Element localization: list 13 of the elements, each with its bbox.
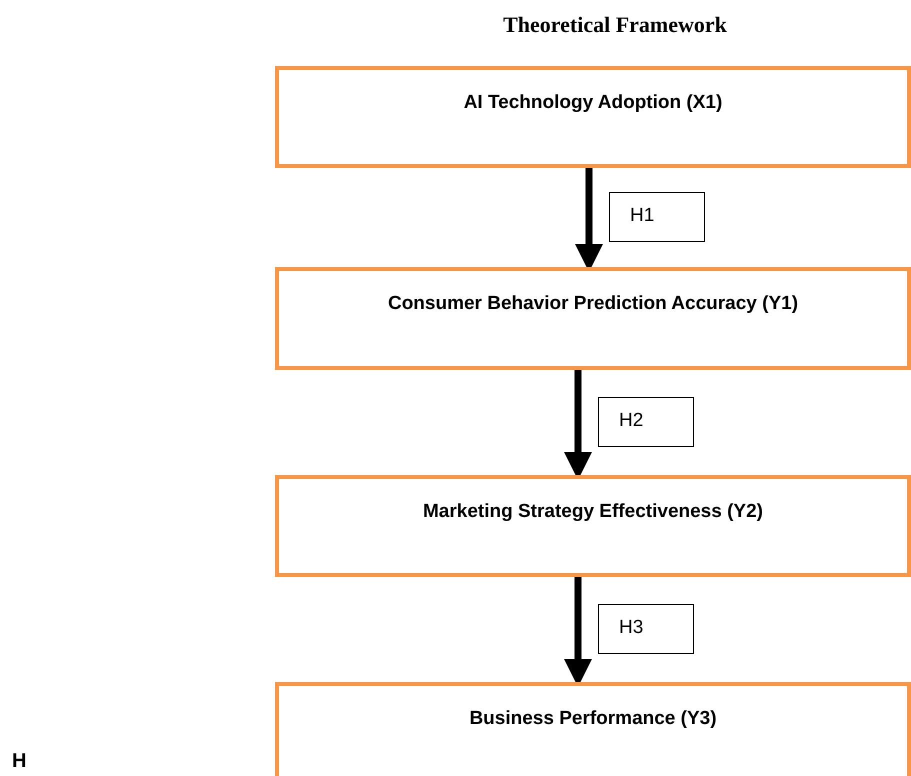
variable-box	[275, 66, 911, 168]
diagram-title: Theoretical Framework	[502, 12, 728, 38]
variable-name: Consumer Behavior Prediction Accuracy (Y1)	[386, 293, 800, 315]
variable-name: AI Technology Adoption (X1)	[462, 92, 724, 114]
variable-box	[275, 267, 911, 370]
variable-name: Marketing Strategy Effectiveness (Y2)	[422, 501, 764, 523]
variable-name: Business Performance (Y3)	[468, 708, 718, 730]
variable-box	[275, 682, 911, 776]
hypothesis-label: H1	[609, 192, 705, 242]
variable-box	[275, 475, 911, 577]
text-label: H	[12, 750, 26, 773]
hypothesis-label: H2	[598, 396, 694, 446]
hypothesis-label: H3	[598, 604, 694, 654]
